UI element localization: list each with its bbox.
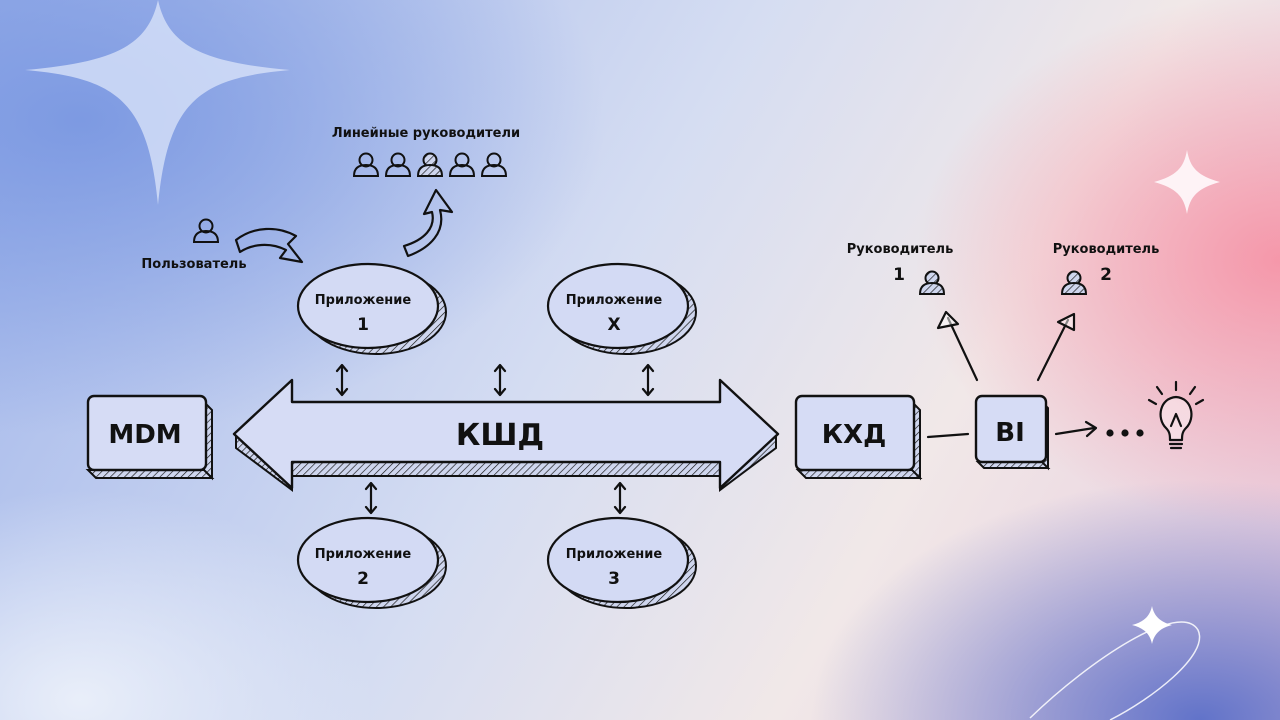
app-node-x: Приложение X <box>546 262 697 355</box>
orbit-star-decoration <box>1132 606 1172 644</box>
manager-1-icon <box>919 270 945 295</box>
connector-arrow <box>641 363 655 397</box>
dwh-box: КХД <box>794 394 923 481</box>
large-star-decoration <box>25 0 290 205</box>
manager-1-number: 1 <box>893 265 905 285</box>
line-manager-icon <box>353 152 379 177</box>
manager-2-icon <box>1061 270 1087 295</box>
connector-arrow <box>335 363 349 397</box>
app-title: Приложение <box>315 293 412 308</box>
manager-2-number: 2 <box>1100 265 1112 285</box>
ellipsis-icon <box>1106 429 1144 437</box>
user-label: Пользователь <box>141 257 246 272</box>
app-number: 3 <box>608 569 620 589</box>
line-managers-icons <box>353 152 507 177</box>
app-title: Приложение <box>315 547 412 562</box>
line-manager-icon <box>417 152 443 177</box>
app-number: 2 <box>357 569 369 589</box>
small-star-decoration <box>1154 150 1220 214</box>
bi-label: BI <box>995 418 1025 448</box>
line-manager-icon <box>449 152 475 177</box>
bi-to-manager-1-arrow <box>936 310 979 382</box>
user-icon <box>193 218 219 243</box>
app-number: 1 <box>357 315 369 335</box>
bi-box: BI <box>974 394 1051 471</box>
line-manager-icon <box>385 152 411 177</box>
connector-arrow <box>613 481 627 515</box>
app-bus-connectors <box>335 363 655 515</box>
app-number: X <box>607 315 620 335</box>
manager-1-label: Руководитель <box>847 242 954 257</box>
app-title: Приложение <box>566 547 663 562</box>
app-title: Приложение <box>566 293 663 308</box>
integration-bus-arrow: КШД <box>232 378 780 492</box>
lightbulb-icon <box>1147 380 1205 450</box>
line-managers-label: Линейные руководители <box>332 126 520 141</box>
manager-2-label: Руководитель <box>1053 242 1160 257</box>
orbit-line-decoration <box>1029 621 1201 720</box>
app-to-managers-arrow <box>402 188 454 258</box>
app-node-1: Приложение 1 <box>296 262 447 355</box>
app-node-2: Приложение 2 <box>296 516 447 609</box>
mdm-box: MDM <box>85 394 215 481</box>
bi-to-manager-2-arrow <box>1036 312 1076 382</box>
app-node-3: Приложение 3 <box>546 516 697 609</box>
connector-arrow <box>364 481 378 515</box>
dwh-bi-connector <box>926 432 970 439</box>
user-to-app-arrow <box>234 227 304 264</box>
mdm-label: MDM <box>108 420 181 450</box>
bi-to-insight-arrow <box>1054 420 1098 438</box>
connector-arrow <box>493 363 507 397</box>
dwh-label: КХД <box>822 420 886 450</box>
line-manager-icon <box>481 152 507 177</box>
integration-bus-label: КШД <box>456 418 544 453</box>
